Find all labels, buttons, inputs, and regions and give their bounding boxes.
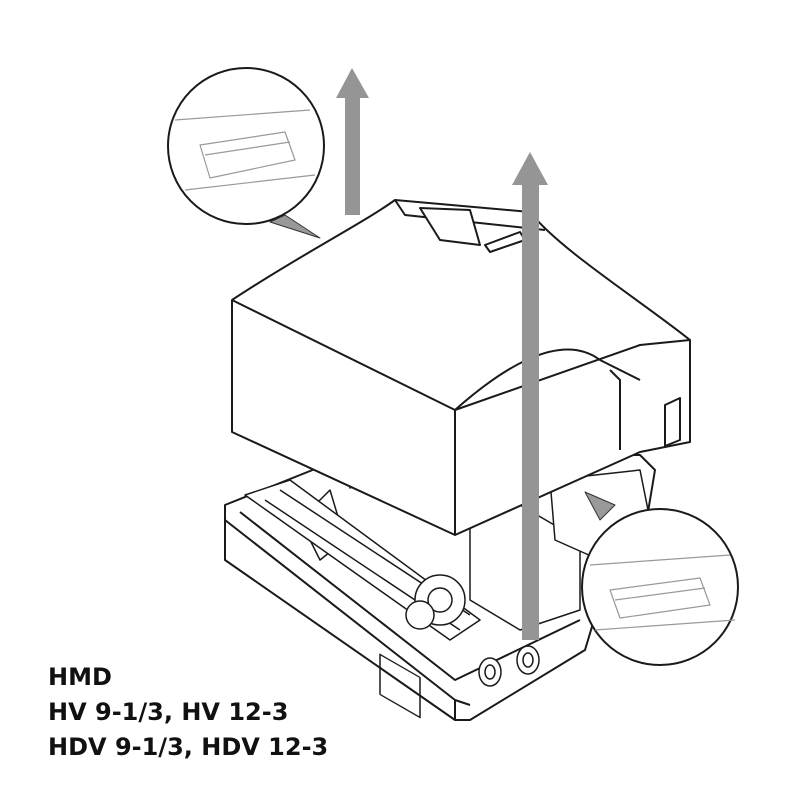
model-labels: HMD HV 9-1/3, HV 12-3 HDV 9-1/3, HDV 12-… [48,660,328,765]
cover [231,199,691,536]
model-label-hmd: HMD [48,663,112,691]
detail-callout-latch-top [167,67,325,239]
lift-arrow-right [512,152,548,640]
model-label-hdv: HDV 9-1/3, HDV 12-3 [48,733,329,761]
model-label-hv: HV 9-1/3, HV 12-3 [48,698,289,726]
detail-callout-latch-bottom [581,491,739,666]
lift-arrow-left [336,68,369,215]
